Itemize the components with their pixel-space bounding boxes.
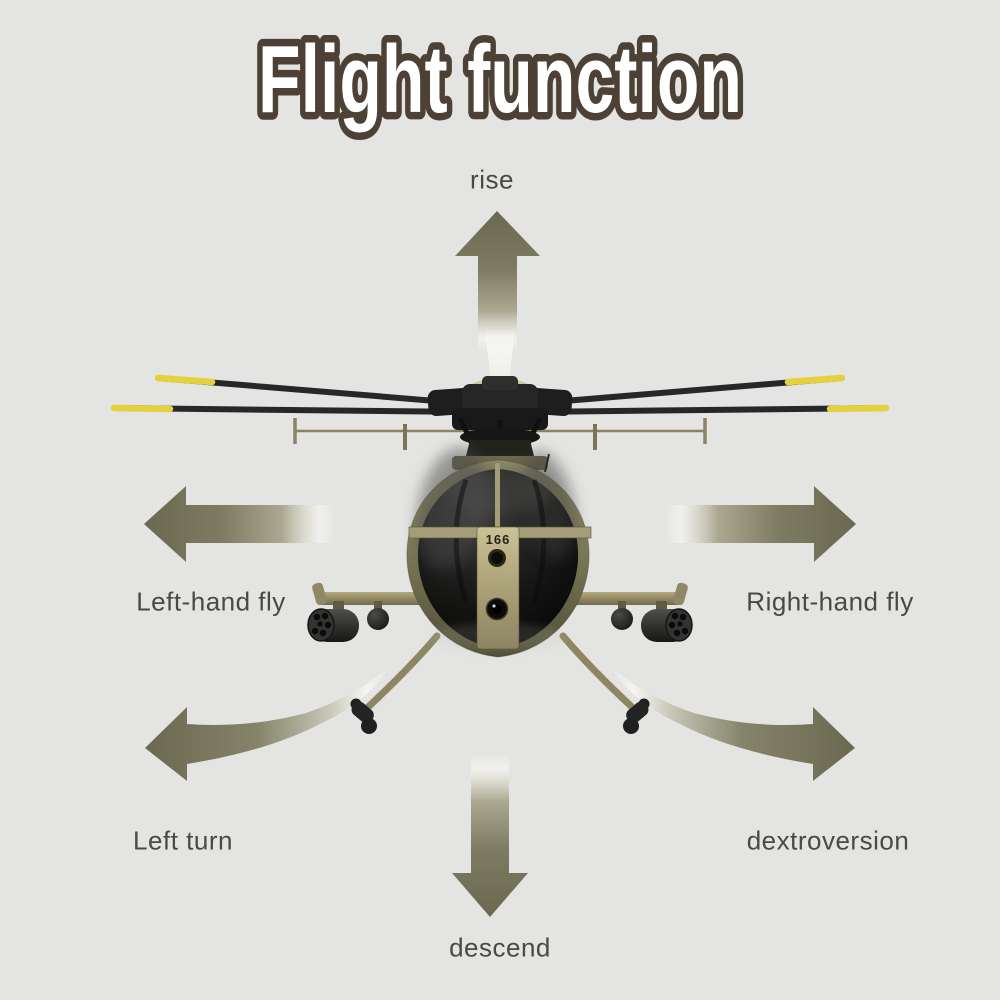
rise-label: rise (470, 164, 514, 195)
landing-skids (350, 632, 650, 734)
dextroversion-label: dextroversion (746, 825, 910, 856)
vertical-rotor-blade (485, 330, 515, 391)
descend-label: descend (449, 932, 551, 963)
right-skid-foot (623, 698, 650, 734)
left-turn-arrow-icon (145, 664, 391, 781)
helicopter-marking: 166 (486, 532, 511, 547)
left-rocket-pod (307, 601, 359, 642)
direction-arrows (144, 211, 856, 917)
rise-arrow-icon (455, 211, 540, 352)
left-arrow-icon (144, 486, 334, 562)
left-skid-foot (350, 698, 377, 734)
nose-panel: 166 (476, 526, 520, 650)
right-hand-fly-label: Right-hand fly (746, 586, 914, 617)
right-ball-pod (611, 601, 633, 630)
dextroversion-arrow-icon (609, 664, 855, 781)
right-arrow-icon (666, 486, 856, 562)
left-ball-pod (367, 601, 389, 630)
right-rocket-pod (641, 601, 693, 642)
left-hand-fly-label: Left-hand fly (136, 586, 286, 617)
helicopter-illustration: 166 (110, 330, 890, 734)
descend-arrow-icon (452, 753, 528, 917)
camera-lens (485, 597, 509, 621)
rotor-blades (110, 374, 890, 415)
left-turn-label: Left turn (133, 825, 233, 856)
poster-title: Flight function (258, 26, 742, 133)
